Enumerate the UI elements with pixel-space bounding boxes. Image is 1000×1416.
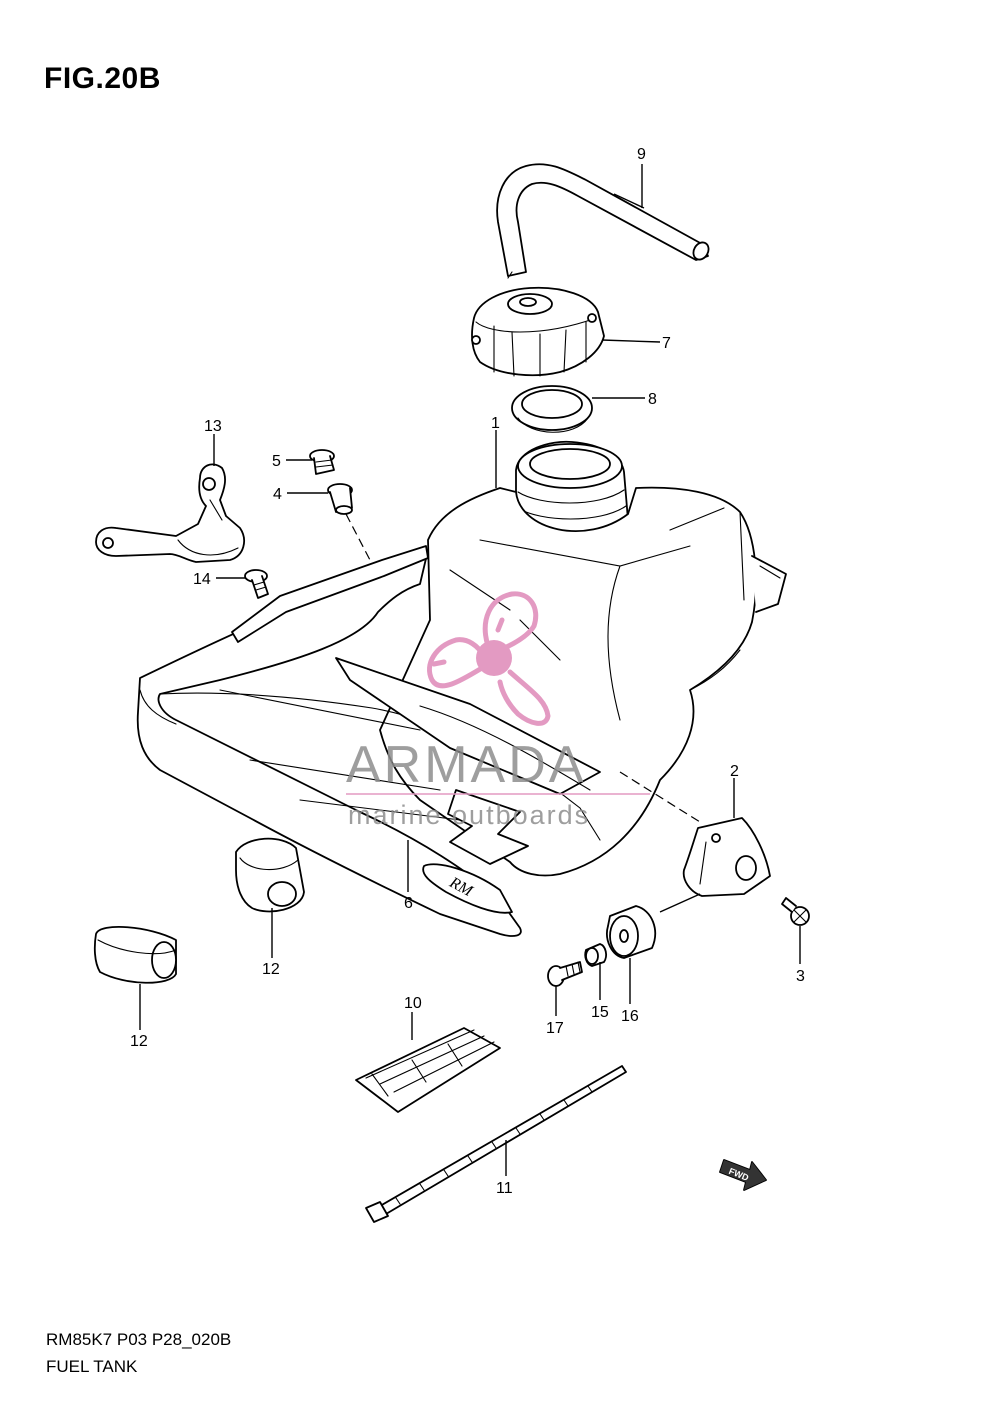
- part-12-cushion-lower[interactable]: [93, 925, 177, 984]
- propeller-hub-icon: [476, 640, 512, 676]
- callout-16: 16: [621, 1008, 639, 1025]
- callout-7: 7: [662, 335, 671, 352]
- callout-1: 1: [491, 415, 500, 432]
- callout-15: 15: [591, 1004, 609, 1021]
- armada-watermark: ARMADA marine outboards: [346, 591, 650, 830]
- propeller-logo-icon: [427, 591, 551, 726]
- callout-2: 2: [730, 763, 739, 780]
- watermark-tagline: marine outboards: [348, 800, 590, 830]
- callout-12-upper: 12: [262, 961, 280, 978]
- callout-17: 17: [546, 1020, 564, 1037]
- diagram-name: FUEL TANK: [46, 1357, 138, 1376]
- callout-11: 11: [496, 1180, 513, 1197]
- part-17-bolt[interactable]: [547, 961, 583, 987]
- part-11-cable-tie[interactable]: [365, 1065, 627, 1223]
- diagram-code: RM85K7 P03 P28_020B: [46, 1330, 232, 1349]
- part-10-rubber-strip[interactable]: [355, 1027, 501, 1113]
- leader-lines: [139, 164, 801, 1176]
- part-2-rear-bracket[interactable]: [682, 817, 771, 897]
- callout-10: 10: [404, 995, 422, 1012]
- fwd-arrow-icon: FWD: [719, 1159, 767, 1191]
- part-14-screw[interactable]: [244, 569, 269, 599]
- part-9-breather-hose[interactable]: [496, 163, 711, 279]
- part-1-fuel-tank[interactable]: [379, 440, 787, 877]
- dashline-collar-to-tank: [345, 513, 371, 561]
- dashline-tank-to-bracket: [619, 771, 701, 823]
- callout-9: 9: [637, 146, 646, 163]
- part-3-screw[interactable]: [781, 897, 810, 926]
- callout-8: 8: [648, 391, 657, 408]
- part-8-cap-seal[interactable]: [511, 385, 593, 433]
- part-4-collar[interactable]: [327, 483, 353, 515]
- callout-13: 13: [204, 418, 222, 435]
- part-6-tank-shroud[interactable]: RM: [136, 545, 601, 937]
- watermark-brand: ARMADA: [346, 736, 586, 794]
- callout-14: 14: [193, 571, 211, 588]
- part-16-cushion[interactable]: [606, 905, 657, 959]
- part-5-bolt[interactable]: [309, 449, 335, 475]
- callout-numbers: 9 7 8 1 13 5 4 14 2 6 3 12 12 10 17 15 1…: [130, 146, 805, 1197]
- part-13-bracket[interactable]: [95, 463, 245, 563]
- callout-6: 6: [404, 895, 413, 912]
- part-12-cushion-upper[interactable]: [235, 837, 305, 913]
- part-15-collar[interactable]: [584, 943, 607, 967]
- part-7-fuel-cap[interactable]: [471, 286, 605, 377]
- figure-title: FIG.20B: [44, 62, 161, 95]
- callout-3: 3: [796, 968, 805, 985]
- callout-12-lower: 12: [130, 1033, 148, 1050]
- callout-4: 4: [273, 486, 282, 503]
- callout-5: 5: [272, 453, 281, 470]
